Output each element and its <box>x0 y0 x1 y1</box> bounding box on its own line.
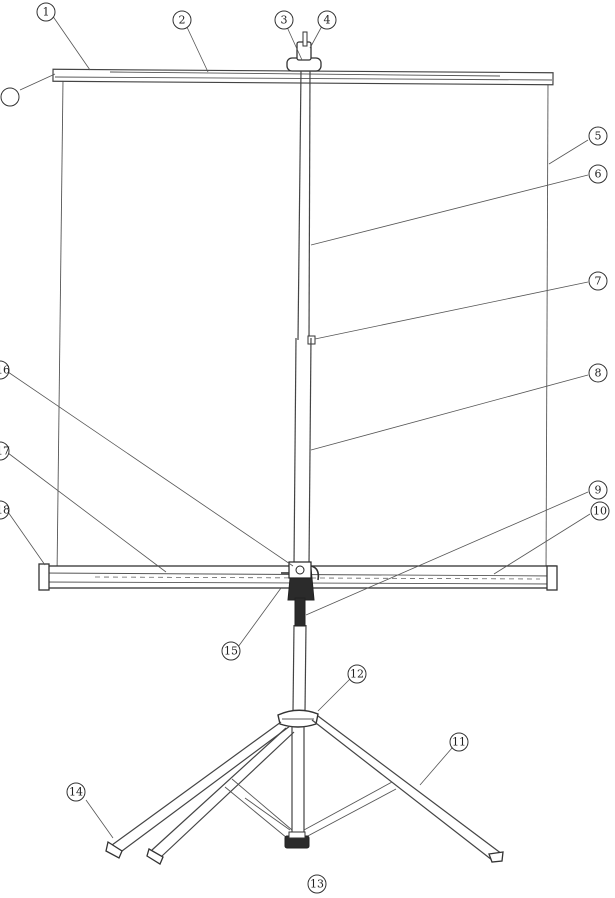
callout-12: 12 <box>347 664 367 684</box>
svg-text:18: 18 <box>0 504 10 517</box>
svg-text:17: 17 <box>0 445 10 458</box>
svg-text:5: 5 <box>595 130 602 143</box>
callout-19 <box>0 87 20 107</box>
svg-text:13: 13 <box>310 878 324 891</box>
svg-text:11: 11 <box>452 736 466 749</box>
base-foot <box>284 831 310 849</box>
end-cap-left <box>38 563 50 591</box>
callout-4: 4 <box>317 10 337 30</box>
callout-16: 16 <box>0 360 10 380</box>
callout-15: 15 <box>221 641 241 661</box>
svg-text:10: 10 <box>593 505 607 518</box>
end-cap-right <box>546 565 558 591</box>
callout-18: 18 <box>0 500 10 520</box>
svg-text:15: 15 <box>224 645 238 658</box>
center-shaft <box>291 726 305 838</box>
tripod-legs <box>111 715 503 861</box>
svg-text:6: 6 <box>595 168 602 181</box>
svg-text:14: 14 <box>69 786 83 799</box>
callout-3: 3 <box>274 10 294 30</box>
callout-11: 11 <box>449 732 469 752</box>
extension-tube <box>297 70 311 341</box>
case-bracket <box>281 561 320 601</box>
callout-9: 9 <box>588 480 608 500</box>
center-pole <box>293 337 312 566</box>
callout-13: 13 <box>307 874 327 894</box>
tripod-hub <box>277 709 319 728</box>
callout-8: 8 <box>588 363 608 383</box>
foot-caps <box>105 840 504 865</box>
svg-text:3: 3 <box>281 14 288 27</box>
callout-17: 17 <box>0 441 10 461</box>
svg-text:9: 9 <box>595 484 602 497</box>
leader-lines <box>7 14 591 839</box>
top-hanger <box>286 31 322 72</box>
lower-pipe-lock <box>292 597 307 713</box>
svg-text:2: 2 <box>179 14 186 27</box>
callout-10: 10 <box>590 501 610 521</box>
callout-2: 2 <box>172 10 192 30</box>
callout-6: 6 <box>588 164 608 184</box>
svg-text:8: 8 <box>595 367 602 380</box>
callout-5: 5 <box>588 126 608 146</box>
svg-text:1: 1 <box>43 6 50 19</box>
callout-1: 1 <box>36 2 56 22</box>
callout-7: 7 <box>588 271 608 291</box>
callout-14: 14 <box>66 782 86 802</box>
screen-fabric <box>56 79 549 576</box>
svg-text:4: 4 <box>324 14 331 27</box>
svg-text:12: 12 <box>350 668 364 681</box>
svg-text:16: 16 <box>0 364 10 377</box>
svg-text:7: 7 <box>595 275 602 288</box>
